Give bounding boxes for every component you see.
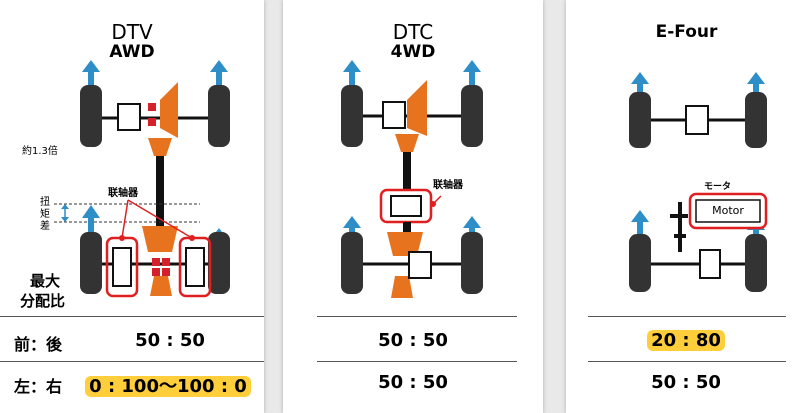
left-right-value: 50 : 50 bbox=[378, 372, 448, 393]
gear-icon bbox=[407, 80, 427, 136]
panel-title: E-Four bbox=[655, 22, 718, 42]
motor-small-label: モータ bbox=[704, 182, 732, 192]
front-rear-label: 前：後 bbox=[14, 335, 63, 354]
tire-rear-right bbox=[208, 232, 230, 294]
tire-rear-left bbox=[341, 232, 363, 294]
arrow-icon bbox=[631, 72, 649, 94]
front-rear-value: 50 : 50 bbox=[135, 330, 205, 351]
gear-icon bbox=[160, 82, 178, 138]
tire-front-left bbox=[80, 85, 102, 147]
arrow-icon bbox=[631, 210, 649, 234]
panel-e-four: E-Four モータ Motor bbox=[566, 0, 807, 413]
arrow-icon bbox=[747, 72, 765, 94]
tire-front-right bbox=[745, 92, 767, 148]
left-right-value: 0 : 100〜100 : 0 bbox=[85, 376, 251, 397]
gear-icon bbox=[387, 232, 423, 256]
panel-dtc-4wd: DTC 4WD bbox=[283, 0, 543, 413]
tire-front-left bbox=[341, 85, 363, 147]
tire-rear-right bbox=[461, 232, 483, 294]
coupler-label: 联轴器 bbox=[108, 188, 138, 199]
tire-rear-left bbox=[80, 232, 102, 294]
left-right-label: 左：右 bbox=[14, 377, 63, 396]
front-rear-value: 20 : 80 bbox=[647, 330, 725, 351]
coupler-label: 联轴器 bbox=[433, 180, 463, 191]
tire-front-left bbox=[629, 92, 651, 148]
arrow-icon bbox=[463, 60, 481, 86]
panel-subtitle: AWD bbox=[109, 42, 155, 62]
divider bbox=[0, 361, 264, 362]
tire-rear-left bbox=[629, 234, 651, 292]
panel-title: DTC bbox=[392, 20, 434, 44]
drivetrain-diagram bbox=[54, 60, 230, 298]
max-dist-label: 分配比 bbox=[20, 292, 66, 310]
drivetrain-diagram bbox=[629, 72, 768, 292]
divider bbox=[588, 361, 786, 362]
drivetrain-diagram bbox=[341, 60, 483, 298]
tire-front-right bbox=[208, 85, 230, 147]
tire-front-right bbox=[461, 85, 483, 147]
max-dist-label: 最大 bbox=[30, 272, 61, 290]
divider bbox=[588, 316, 786, 317]
arrow-icon bbox=[210, 60, 228, 86]
arrow-icon bbox=[343, 60, 361, 86]
panel-subtitle: 4WD bbox=[390, 42, 436, 62]
divider bbox=[317, 361, 517, 362]
torque-ratio-label: 約1.3倍 bbox=[22, 146, 58, 157]
front-rear-value: 50 : 50 bbox=[378, 330, 448, 351]
tire-rear-right bbox=[745, 234, 767, 292]
torque-diff-label: 扭 矩 差 bbox=[40, 197, 50, 232]
divider bbox=[317, 316, 517, 317]
left-right-value: 50 : 50 bbox=[651, 372, 721, 393]
gear-icon bbox=[142, 226, 178, 252]
panel-dtv-awd: DTV AWD bbox=[0, 0, 264, 413]
divider bbox=[0, 316, 264, 317]
arrow-icon bbox=[82, 60, 100, 86]
arrow-icon bbox=[82, 205, 100, 232]
panel-title: DTV bbox=[111, 20, 153, 44]
motor-label: Motor bbox=[712, 204, 744, 217]
